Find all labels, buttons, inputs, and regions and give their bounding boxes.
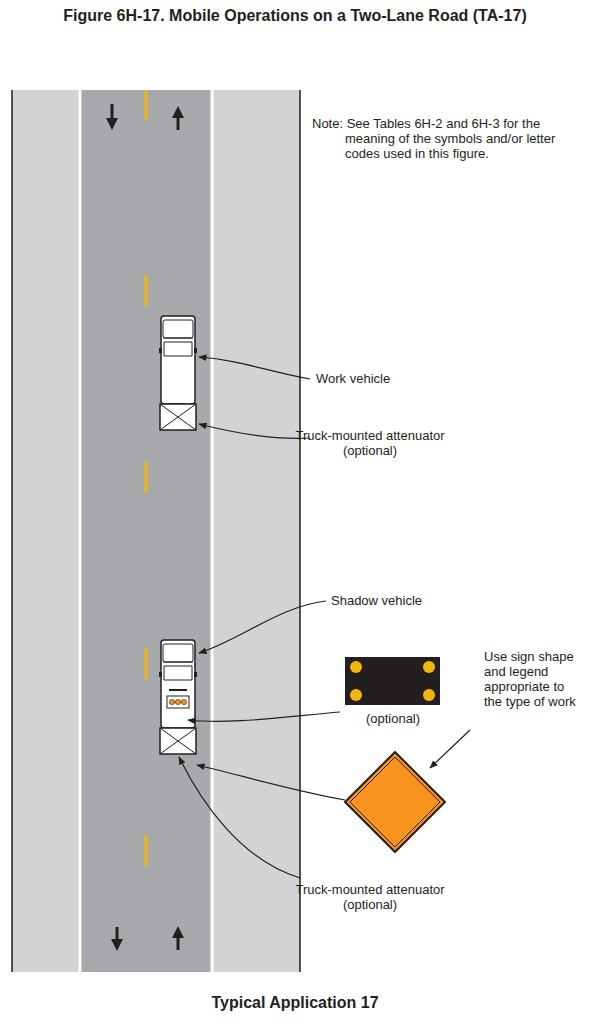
callout-label: Truck-mounted attenuator (optional): [280, 882, 460, 912]
figure-caption: Typical Application 17: [0, 993, 590, 1012]
callout-label: Work vehicle: [316, 371, 466, 386]
callout-label: Use sign shape and legend appropriate to…: [484, 649, 584, 709]
figure-title: Figure 6H-17. Mobile Operations on a Two…: [0, 6, 590, 25]
note-text: Note: See Tables 6H-2 and 6H-3 for the m…: [312, 116, 571, 161]
callout-label: (optional): [343, 711, 443, 726]
callout-label: Truck-mounted attenuator (optional): [280, 428, 460, 458]
callout-label: Shadow vehicle: [331, 593, 481, 608]
